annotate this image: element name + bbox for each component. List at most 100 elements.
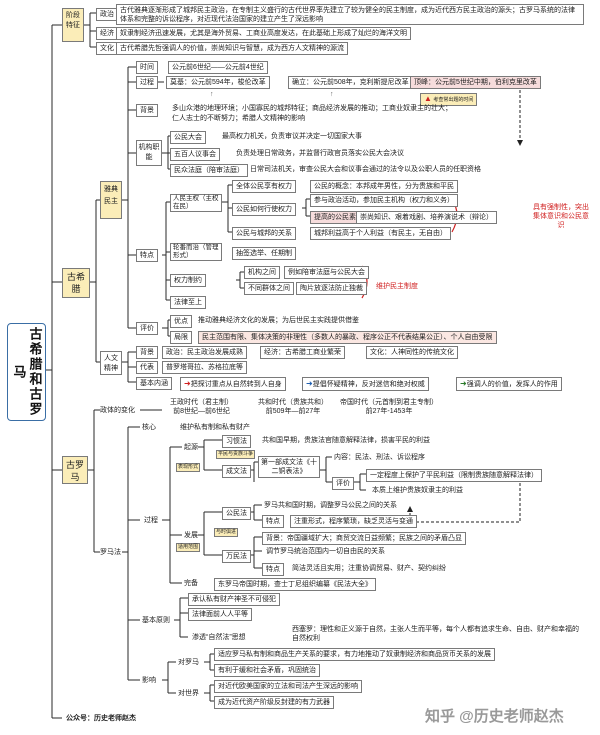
- civil-feature: 注重形式，程序繁琐，缺乏灵活与变通: [290, 515, 417, 528]
- humanism-bg-culture: 文化：人神同性的传统文化: [366, 346, 458, 359]
- org-council: 五百人议事会: [170, 148, 220, 161]
- complete-text: 东罗马帝国时期，查士丁尼组织编纂《民法大全》: [214, 578, 376, 591]
- core-label: 核心: [142, 424, 156, 431]
- nations-desc: 调节罗马统治范围内一切自由民的关系: [266, 548, 385, 555]
- restrict-between-orgs: 机构之间: [244, 266, 280, 279]
- law-process-label: 过程: [144, 517, 158, 524]
- to-world-1: 对近代欧美国家的立法和司法产生深远的影响: [214, 680, 362, 693]
- watermark: 知乎 @历史老师赵杰: [425, 708, 564, 725]
- process-arrow-1: ↑: [210, 91, 214, 98]
- stage-economy-label: 经济: [96, 27, 118, 40]
- stage-monarchy: 王政时代（君主制） 前8世纪—前6世纪: [170, 398, 233, 416]
- time-value: 公元前6世纪——公元前4世纪: [168, 61, 268, 74]
- roman-law-node: 罗马法: [100, 549, 121, 556]
- people-note: 具有强制性，突出集体意识和公民意识: [533, 204, 589, 229]
- process-founding: 莫基：公元前594年，梭伦改革: [166, 76, 270, 89]
- restrict-note: 维护民主制度: [376, 283, 418, 290]
- rome-node: 古罗马: [62, 456, 88, 484]
- org-assembly-desc: 最高权力机关，负责审议并决定一切国家大事: [222, 133, 362, 140]
- stage-republic-time: 前509年—前27年: [265, 408, 321, 415]
- humanism-bg-politics: 政治：民主政治发展成熟: [162, 346, 247, 359]
- background-label: 背景: [136, 104, 158, 117]
- organization-label: 机构职能: [136, 140, 162, 166]
- influence-label: 影响: [142, 677, 156, 684]
- note-icon: ▲: [424, 94, 432, 103]
- law-supremacy: 法律至上: [170, 296, 206, 309]
- nations-feature: 简洁灵活且实用；注重协调贸易、财产、契约纠纷: [292, 565, 446, 572]
- written-law: 成文法: [222, 465, 251, 478]
- customary-law-desc: 共和国早期，贵族法官随意解释法律，损害平民的利益: [262, 437, 430, 444]
- stage-economy-text: 奴隶制经济迅速发展，尤其是海外贸易、工商业高度发达，在此基础上形成了灿烂的海洋文…: [116, 27, 411, 40]
- principle-equality: 法律面前人人平等: [188, 608, 252, 621]
- stage-empire: 帝国时代（元首制到君主专制）前27年-1453年: [340, 398, 438, 416]
- nations-bg: 背景：帝国疆域扩大；商贸交流日益频繁；民族之间的矛盾凸显: [262, 532, 466, 545]
- arrow-icon: ➜: [184, 379, 191, 388]
- humanism-content-1-text: 把探讨重点从自然转到人自身: [190, 381, 282, 388]
- civil-law: 公民法: [222, 507, 251, 520]
- humanism-content-label: 基本内涵: [136, 377, 172, 390]
- principle-label: 基本原则: [142, 617, 170, 624]
- org-court: 民众法庭（陪审法庭）: [170, 164, 248, 177]
- dev-tag-scope: 适用范围: [176, 543, 201, 552]
- process-arrow-2: ↑: [330, 91, 334, 98]
- dev-tag-time: 与时俱进: [214, 528, 239, 537]
- civil-law-desc: 罗马共和国时期，调整罗马公民之间的关系: [264, 502, 397, 509]
- complete-label: 完备: [184, 580, 198, 587]
- restrict-between-orgs-desc: 例如陪审法庭与公民大会: [284, 266, 369, 279]
- humanism-bg-economy: 经济：古希腊工商业繁荣: [260, 346, 345, 359]
- footer-account: 公众号：历史老师赵杰: [66, 715, 136, 722]
- org-council-desc: 负责处理日常政务，并监督行政官员落实公民大会决议: [236, 150, 404, 157]
- time-label: 时间: [136, 61, 158, 74]
- humanism-rep-text: 普罗塔哥拉、苏格拉底等: [162, 361, 247, 374]
- nations-feature-label: 特点: [262, 563, 284, 576]
- greece-node: 古希腊: [62, 268, 90, 298]
- restrict-between-groups-desc: 陶片放逐法防止独裁: [296, 282, 367, 295]
- principle-natural-law: 渗透“自然法”思想: [192, 634, 246, 641]
- to-rome-1: 适应罗马私有制和商品生产关系的要求，有力地推动了奴隶制经济和商品货币关系的发展: [214, 648, 495, 661]
- merit-text: 推动雅典经济文化的发展；为后世民主实践提供借鉴: [198, 317, 359, 324]
- to-rome-2: 有利于缓和社会矛盾，巩固统治: [214, 664, 320, 677]
- nations-law: 万民法: [222, 550, 251, 563]
- humanism-content-2-text: 提倡怀疑精神，反对迷信和绝对权威: [312, 381, 425, 388]
- features-label: 特点: [136, 249, 158, 262]
- people-row-relation: 公民与城邦的关系: [232, 227, 296, 240]
- people-row-relation-desc: 城邦利益高于个人利益（有民主，无自由）: [310, 227, 451, 240]
- rotation-desc: 抽签选举、任期制: [232, 247, 296, 260]
- limit-label: 局限: [170, 331, 192, 344]
- org-court-desc: 日常司法机关，审查公民大会和议事会通过的法令以及公职人员的任职资格: [250, 166, 481, 173]
- stage-monarchy-name: 王政时代（君主制）: [170, 399, 233, 406]
- stage-republic: 共和时代（贵族共和） 前509年—前27年: [258, 398, 328, 416]
- stage-features-node: 阶段特征: [62, 8, 84, 42]
- stage-culture-label: 文化: [96, 42, 118, 55]
- twelve-tables-content: 内容：民法、刑法、诉讼程序: [334, 454, 425, 461]
- process-established: 确立：公元前508年，克利斯提尼改革: [288, 76, 413, 89]
- people-sovereignty: 人民主权（主权在民）: [170, 194, 222, 212]
- power-restriction: 权力制约: [170, 274, 206, 287]
- twelve-eval-2: 本质上维护贵族奴隶主的利益: [372, 487, 463, 494]
- humanism-content-3-text: 强调人的价值，发挥人的作用: [466, 381, 558, 388]
- arrow-icon: ➜: [460, 379, 467, 388]
- org-assembly: 公民大会: [170, 131, 206, 144]
- background-line-2: 仁人志士的不断努力；希腊人文精神的影响: [172, 115, 305, 122]
- arrow-icon: ➜: [306, 379, 313, 388]
- to-rome-label: 对罗马: [178, 659, 199, 666]
- people-row-literacy-desc: 崇尚知识、艰着戏剧、培养演说术（辩论）: [356, 211, 497, 224]
- twelve-eval-label: 评价: [332, 477, 354, 490]
- humanism-content-3: ➜强调人的价值，发挥人的作用: [456, 377, 562, 391]
- humanism-node: 人文精神: [100, 351, 122, 375]
- to-world-2: 成为近代资产阶级反封建的有力武器: [214, 696, 334, 709]
- humanism-rep-label: 代表: [136, 361, 158, 374]
- evaluation-label: 评价: [136, 322, 158, 335]
- rotation-rule: 轮番而治（管理形式）: [170, 243, 222, 261]
- stage-empire-time: 前27年-1453年: [365, 408, 413, 415]
- civil-feature-label: 特点: [262, 515, 284, 528]
- humanism-content-2: ➜提倡怀疑精神，反对迷信和绝对权威: [302, 377, 429, 391]
- people-row-how-exercise: 公民如何行使权力: [232, 203, 296, 216]
- twelve-eval-1: 一定程度上保护了平民利益（限制贵族随意解释法律）: [366, 469, 542, 482]
- stage-monarchy-time: 前8世纪—前6世纪: [173, 408, 230, 415]
- principle-property: 承认私有财产神圣不可侵犯: [188, 593, 280, 606]
- origin-tag-struggle: 平民与贵族斗争: [216, 450, 256, 459]
- natural-law-desc: 西塞罗：理性和正义源于自然，主张人生而平等，每个人都有追求生命、自由、财产和幸福…: [292, 626, 579, 642]
- restrict-between-groups: 不同群体之间: [244, 282, 294, 295]
- stage-republic-name: 共和时代（贵族共和）: [258, 399, 328, 406]
